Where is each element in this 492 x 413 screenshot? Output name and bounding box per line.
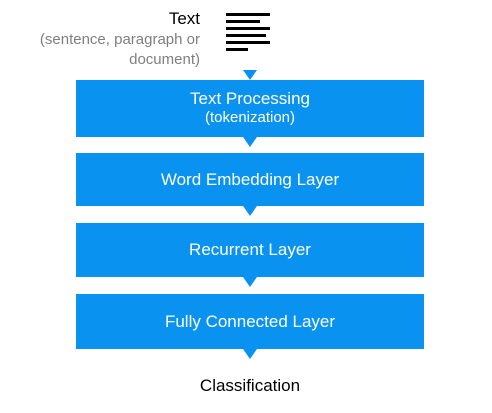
- layer-box-text-processing: Text Processing (tokenization): [76, 80, 424, 137]
- output-classification-label: Classification: [199, 376, 301, 395]
- layer-label: Word Embedding Layer: [160, 170, 340, 189]
- layer-box-word-embedding: Word Embedding Layer: [76, 153, 424, 206]
- document-line: [226, 34, 266, 37]
- document-line: [226, 48, 248, 51]
- input-title: Text: [168, 9, 200, 28]
- flow-arrow: [243, 137, 257, 147]
- input-text-label: Text (sentence, paragraph or document): [0, 8, 200, 70]
- layer-label: Text Processing: [190, 89, 310, 108]
- layer-label: Recurrent Layer: [189, 240, 311, 259]
- layer-sublabel: (tokenization): [204, 109, 296, 126]
- document-line: [226, 20, 260, 23]
- document-line: [226, 27, 270, 30]
- flow-arrow: [243, 70, 257, 80]
- flow-arrow: [243, 277, 257, 287]
- document-line: [226, 13, 270, 16]
- input-subtitle-line2: document): [129, 51, 200, 68]
- input-subtitle-line1: (sentence, paragraph or: [39, 31, 200, 48]
- layer-box-fully-connected: Fully Connected Layer: [76, 294, 424, 349]
- layer-label: Fully Connected Layer: [164, 312, 336, 331]
- flow-arrow: [243, 206, 257, 216]
- document-lines-icon: [226, 13, 272, 53]
- document-line: [226, 41, 270, 44]
- flow-arrow: [243, 349, 257, 359]
- layer-box-recurrent: Recurrent Layer: [76, 223, 424, 277]
